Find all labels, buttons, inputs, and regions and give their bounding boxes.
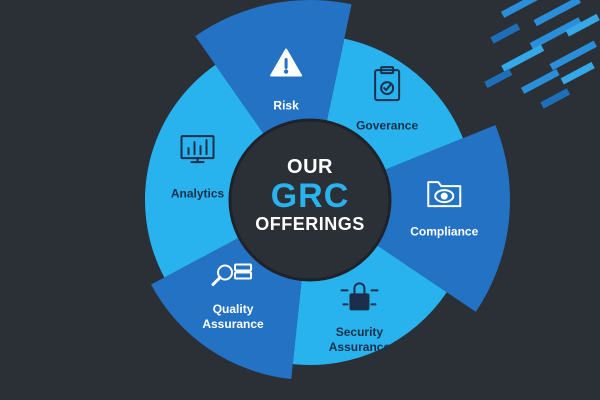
hub-title: OUR GRC OFFERINGS	[255, 156, 365, 234]
segment-analytics	[145, 64, 310, 278]
hub-line-offerings: OFFERINGS	[255, 214, 365, 234]
hub-circle	[228, 118, 392, 282]
hub-line-our: OUR	[287, 156, 333, 178]
label-line: Assurance	[328, 340, 391, 355]
segment-label-analytics: Analytics	[170, 186, 225, 201]
label-line: Assurance	[202, 316, 264, 331]
segment-label-governance: Goverance	[356, 118, 419, 133]
magnifier-server-icon	[211, 263, 253, 287]
segment-label-compliance: Compliance	[410, 224, 479, 239]
hub-line-grc: GRC	[270, 177, 350, 215]
decorative-stripes	[484, 0, 600, 109]
segment-compliance	[310, 125, 510, 312]
label-line: Quality	[212, 301, 254, 316]
segment-label-risk: Risk	[273, 98, 299, 112]
warning-icon	[270, 48, 303, 77]
folder-eye-icon	[427, 181, 462, 208]
label-line: Security	[335, 325, 384, 340]
monitor-chart-icon	[180, 135, 215, 164]
lock-icon	[340, 282, 379, 311]
clipboard-check-icon	[374, 66, 401, 102]
